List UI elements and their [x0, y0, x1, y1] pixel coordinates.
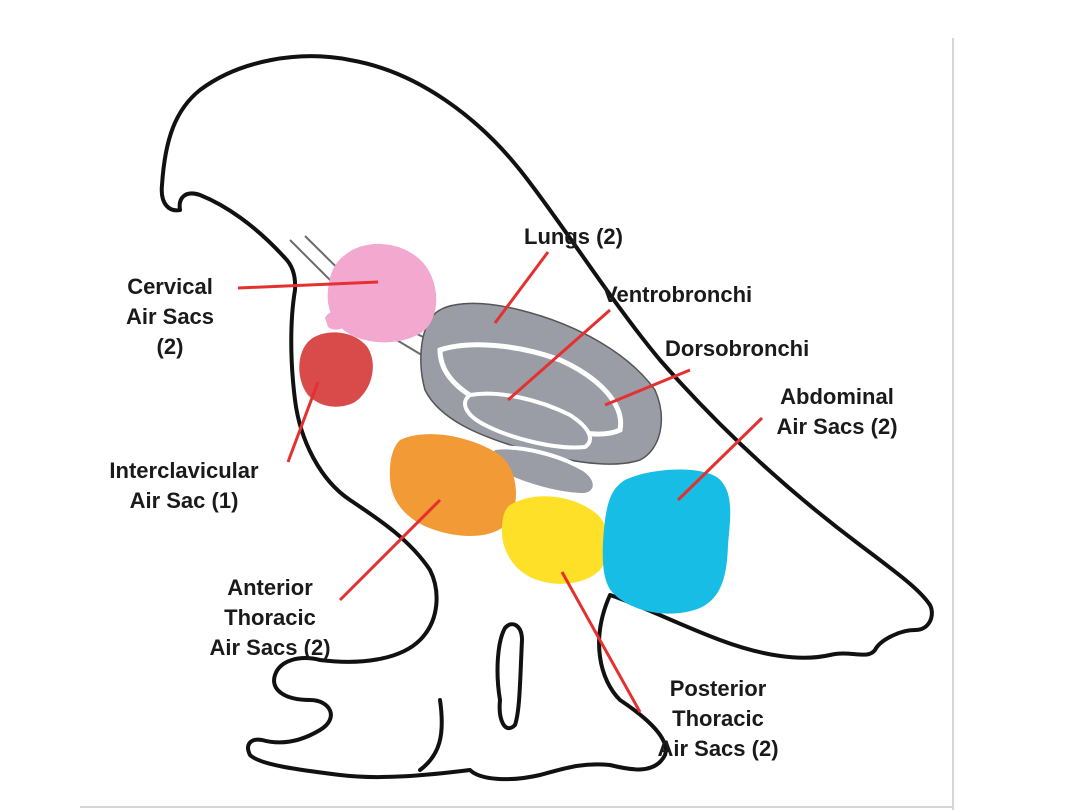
cervical-air-sac	[327, 243, 437, 343]
interclavicular-air-sac	[299, 332, 373, 407]
leader-lines	[237, 251, 764, 713]
label-ventrobronchi-line1: Ventrobronchi	[603, 282, 753, 307]
label-interclavicular-line2: Air Sac (1)	[129, 488, 239, 513]
label-abdominal-line2: Air Sacs (2)	[776, 414, 898, 439]
bird-outline	[159, 54, 934, 782]
leader-interclavicular	[286, 381, 320, 463]
leader-ventrobronchi	[507, 308, 611, 402]
posterior-thoracic-air-sac	[501, 496, 609, 584]
label-dorsobronchi: Dorsobronchi	[665, 334, 809, 364]
label-dorsobronchi-line1: Dorsobronchi	[665, 336, 810, 361]
label-cervical-air-sacs: Cervical Air Sacs (2)	[100, 272, 240, 362]
label-interclavicular-line1: Interclavicular	[109, 458, 259, 483]
leader-lungs	[493, 251, 550, 324]
frame-bottom-edge	[80, 806, 954, 808]
label-ventrobronchi: Ventrobronchi	[603, 280, 752, 310]
label-lungs: Lungs (2)	[524, 222, 623, 252]
leader-dorsobronchi	[604, 368, 691, 407]
label-abdominal-line1: Abdominal	[780, 384, 894, 409]
leader-abdominal	[676, 416, 764, 502]
label-cervical-line3: (2)	[156, 334, 184, 359]
label-lungs-line1: Lungs (2)	[524, 224, 623, 249]
frame-right-edge	[952, 38, 954, 810]
leader-cervical	[237, 280, 379, 290]
label-anterior-line3: Air Sacs (2)	[209, 635, 331, 660]
label-posterior-line3: Air Sacs (2)	[657, 736, 779, 761]
label-anterior-line1: Anterior	[227, 575, 313, 600]
dorsobronchi-shape	[463, 391, 592, 450]
label-cervical-line2: Air Sacs	[125, 304, 215, 329]
bird-leg-outline	[495, 622, 524, 731]
leader-anterior	[338, 498, 442, 602]
cervical-air-sac-tip	[325, 310, 349, 330]
label-anterior-line2: Thoracic	[224, 605, 316, 630]
label-cervical-line1: Cervical	[127, 274, 213, 299]
abdominal-air-sac	[602, 469, 731, 614]
label-abdominal-air-sacs: Abdominal Air Sacs (2)	[752, 382, 922, 442]
label-anterior-thoracic-air-sacs: Anterior Thoracic Air Sacs (2)	[180, 573, 360, 663]
label-posterior-line1: Posterior	[669, 676, 767, 701]
anterior-thoracic-air-sac	[389, 434, 516, 536]
label-posterior-line2: Thoracic	[672, 706, 764, 731]
label-interclavicular-air-sac: Interclavicular Air Sac (1)	[78, 456, 290, 516]
label-posterior-thoracic-air-sacs: Posterior Thoracic Air Sacs (2)	[628, 674, 808, 764]
bird-foot-outline	[418, 698, 444, 772]
leader-posterior	[560, 571, 642, 713]
